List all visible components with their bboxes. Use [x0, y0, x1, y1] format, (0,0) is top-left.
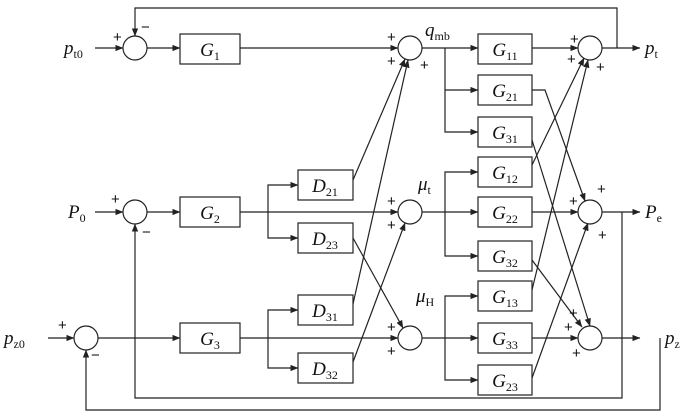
sign-plus: + [113, 29, 122, 46]
blocks [179, 33, 533, 396]
label-G21: G21 [492, 81, 518, 104]
label-pz0: pz0 [2, 328, 25, 351]
label-G2: G2 [200, 203, 220, 226]
sign-plus: + [564, 319, 573, 336]
sum-junction-Pe [577, 199, 603, 225]
sign-plus: + [567, 51, 576, 68]
sign-plus: + [597, 181, 606, 198]
signal-lines [48, 7, 661, 411]
label-G13: G13 [492, 287, 518, 310]
label-D23: D23 [311, 229, 338, 252]
sum-junction-pz0 [73, 325, 99, 351]
summing-junctions [73, 35, 603, 351]
block-G31 [477, 116, 533, 148]
label-D21: D21 [311, 176, 338, 199]
label-G32: G32 [492, 247, 518, 270]
label-Pe: Pe [644, 202, 662, 225]
sign-plus: + [58, 317, 67, 334]
sign-minus: − [142, 224, 151, 241]
block-D21 [297, 169, 354, 201]
label-G11: G11 [492, 40, 517, 63]
sign-plus: + [387, 319, 396, 336]
block-G11 [477, 33, 533, 65]
sign-plus: + [387, 217, 396, 234]
label-pt: pt [643, 38, 659, 61]
label-pz: pz [663, 328, 680, 351]
block-G3 [179, 322, 241, 354]
label-qmb: qmb [425, 20, 450, 43]
label-G12: G12 [492, 163, 518, 186]
sign-plus: + [387, 193, 396, 210]
label-P0: P0 [67, 202, 86, 225]
label-G33: G33 [492, 329, 518, 352]
signal-labels: pt0 P0 pz0 pt Pe pz qmb μt μH [2, 20, 680, 351]
block-labels: G1 G2 G3 D21 D23 D31 D32 G11 G21 G31 G12… [200, 40, 518, 394]
block-G22 [477, 196, 533, 228]
label-G1: G1 [200, 40, 220, 63]
block-G32 [477, 240, 533, 272]
sign-plus: + [387, 343, 396, 360]
block-G23 [477, 364, 533, 396]
label-D31: D31 [311, 301, 338, 324]
sign-plus: + [596, 59, 605, 76]
sum-junction-mut [397, 199, 423, 225]
block-G21 [477, 74, 533, 106]
sum-junction-pt [577, 35, 603, 61]
block-G2 [179, 196, 241, 228]
block-D31 [297, 294, 354, 326]
block-G12 [477, 156, 533, 188]
block-G1 [179, 33, 241, 65]
sign-plus: + [569, 305, 578, 322]
label-pt0: pt0 [62, 38, 83, 61]
sign-plus: + [570, 31, 579, 48]
sign-plus: + [387, 53, 396, 70]
sign-plus: + [387, 29, 396, 46]
sign-plus: + [569, 193, 578, 210]
label-muH: μH [415, 286, 435, 309]
sum-junction-P0 [122, 199, 148, 225]
block-D32 [297, 352, 354, 384]
block-G13 [477, 280, 533, 312]
label-G22: G22 [492, 203, 518, 226]
sign-plus: + [111, 191, 120, 208]
sign-minus: − [91, 347, 100, 364]
junction-signs: + − + + + + + + + − + + + + + + − + + + … [58, 19, 607, 364]
label-G3: G3 [200, 329, 220, 352]
sum-junction-qmb [397, 35, 423, 61]
label-D32: D32 [311, 359, 338, 382]
sign-plus: + [598, 227, 607, 244]
sum-junction-pz [577, 325, 603, 351]
label-G23: G23 [492, 371, 518, 394]
block-D23 [297, 222, 354, 254]
sign-plus: + [572, 345, 581, 362]
sign-plus: + [420, 57, 429, 74]
sum-junction-muH [397, 325, 423, 351]
label-G31: G31 [492, 123, 518, 146]
block-G33 [477, 322, 533, 354]
label-mut: μt [417, 174, 432, 197]
sign-minus: − [141, 19, 150, 36]
sum-junction-pt0 [122, 35, 148, 61]
